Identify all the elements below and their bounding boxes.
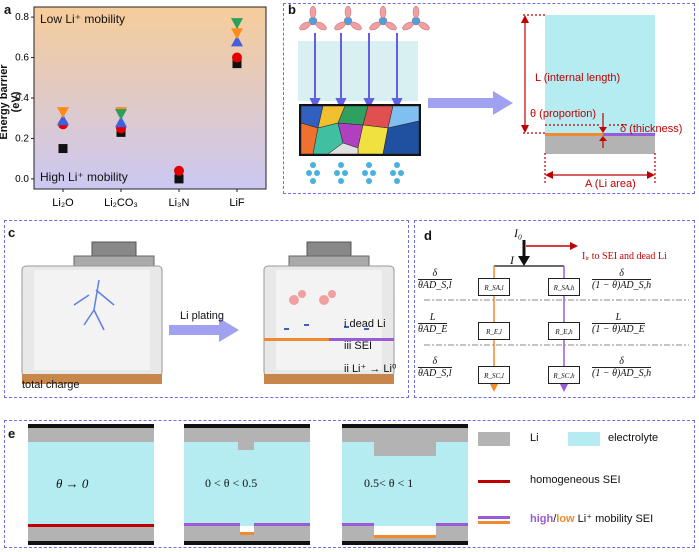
resistor-sc-l: R_SC,l bbox=[478, 366, 510, 384]
legend-homogeneous-sei: homogeneous SEI bbox=[530, 474, 621, 486]
y-axis-label: Energy barrier (eV) bbox=[0, 64, 22, 140]
y-tick-label: 0.6 bbox=[15, 53, 29, 64]
homogeneous-sei-swatch bbox=[478, 480, 510, 483]
legend-electrolyte: electrolyte bbox=[608, 432, 659, 444]
x-tick-label: Li₂CO₃ bbox=[104, 197, 138, 209]
panel-label-d: d bbox=[424, 228, 432, 243]
x-tick-label: Li₃N bbox=[169, 197, 190, 209]
electrolyte-swatch bbox=[568, 432, 600, 446]
i-label: I bbox=[510, 253, 514, 267]
y-tick-label: 0.4 bbox=[15, 93, 29, 104]
cell2-theta: 0 < θ < 0.5 bbox=[205, 476, 258, 490]
x-tick-label: Li₂O bbox=[52, 197, 74, 209]
li-conversion-label: ii Li⁺ → Li⁰ bbox=[344, 363, 397, 375]
energy-barrier-chart: 0.0 0.2 0.4 0.6 0.8 Li₂O Li₂CO₃ Li₃N LiF bbox=[15, 6, 267, 209]
data-point-square bbox=[174, 174, 184, 184]
panel-e-frame bbox=[4, 420, 695, 548]
legend-slash: / bbox=[553, 513, 557, 525]
li-plating-label: Li plating bbox=[180, 310, 225, 322]
data-point-triangle-down bbox=[231, 28, 243, 40]
data-point-triangle-up bbox=[115, 116, 127, 128]
li-swatch bbox=[478, 432, 510, 446]
panel-c-frame bbox=[4, 220, 409, 398]
li-area-label: A (Li area) bbox=[585, 178, 636, 190]
resistor-sa-h: R_SA,h bbox=[548, 278, 580, 296]
low-mobility-swatch bbox=[478, 521, 510, 524]
cell3-theta: 0.5< θ < 1 bbox=[364, 476, 414, 490]
right-term-2: L(1 − θ)AD_E bbox=[592, 312, 645, 335]
sei-schematic bbox=[298, 5, 656, 184]
panel-label-a: a bbox=[4, 2, 12, 17]
panel-label-b: b bbox=[288, 2, 296, 17]
data-point-triangle-down bbox=[57, 107, 69, 119]
y-tick-label: 0.8 bbox=[15, 12, 29, 23]
iir-label: Iᵢᵣ to SEI and dead Li bbox=[582, 251, 667, 262]
dead-li-label: i dead Li bbox=[344, 318, 386, 330]
data-point-square bbox=[58, 144, 68, 154]
right-term-1: δ(1 − θ)AD_S,h bbox=[592, 268, 652, 291]
y-tick-label: 0.0 bbox=[15, 174, 29, 185]
resistor-sa-l: R_SA,l bbox=[478, 278, 510, 296]
legend-mobility: Li⁺ mobility SEI bbox=[574, 513, 654, 525]
resistor-e-h: R_E,h bbox=[548, 322, 580, 340]
sei-label: iii SEI bbox=[344, 340, 373, 352]
i0-label: I₀ bbox=[514, 226, 523, 240]
high-mobility-label: High Li⁺ mobility bbox=[40, 170, 128, 184]
data-point-triangle-down bbox=[115, 109, 127, 121]
panel-label-e: e bbox=[8, 426, 16, 441]
cell1-theta: θ → 0 bbox=[56, 476, 89, 491]
sei-distribution-cells bbox=[28, 424, 468, 545]
x-tick-label: LiF bbox=[229, 197, 245, 209]
legend-high: high bbox=[530, 513, 554, 525]
panel-d-frame bbox=[414, 220, 695, 398]
right-term-3: δ(1 − θ)AD_S,h bbox=[592, 356, 652, 379]
data-point-square bbox=[232, 59, 242, 69]
high-mobility-swatch bbox=[478, 516, 510, 519]
low-mobility-label: Low Li⁺ mobility bbox=[40, 12, 126, 26]
resistor-sc-h: R_SC,h bbox=[548, 366, 580, 384]
li-plating-schematic bbox=[21, 241, 395, 384]
thickness-label: δ (thickness) bbox=[620, 123, 683, 135]
panel-b-frame bbox=[283, 3, 695, 194]
legend-low: low bbox=[556, 513, 575, 525]
legend-mobility-sei: high/low Li⁺ mobility SEI bbox=[530, 512, 653, 525]
data-point-triangle-up bbox=[231, 35, 243, 47]
panel-label-c: c bbox=[8, 225, 16, 240]
resistor-e-l: R_E,l bbox=[478, 322, 510, 340]
proportion-label: θ (proportion) bbox=[530, 108, 597, 120]
data-point-circle bbox=[232, 52, 242, 63]
y-tick-label: 0.2 bbox=[15, 133, 29, 144]
legend-li: Li bbox=[530, 432, 539, 444]
internal-length-label: L (internal length) bbox=[535, 72, 621, 84]
total-charge-label: total charge bbox=[22, 379, 80, 391]
data-point-triangle-up bbox=[57, 114, 69, 126]
data-point-triangle-down bbox=[231, 18, 243, 30]
data-point-circle bbox=[174, 165, 184, 176]
